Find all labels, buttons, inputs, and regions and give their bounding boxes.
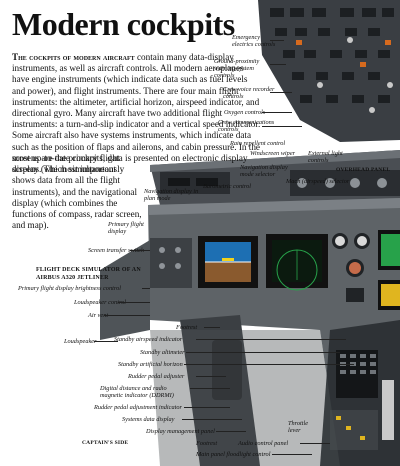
label-screen-transfer: Screen transfer switch: [88, 247, 145, 254]
label-nav-mode-selector: Navigation display mode selector: [240, 164, 288, 178]
intro-text: The cockpits of modern aircraft contain …: [12, 52, 262, 175]
label-loudspeaker: Loudspeaker: [64, 338, 97, 345]
label-captains-side: CAPTAIN'S SIDE: [82, 440, 129, 446]
intro-text-continued: screens are the primary flight display (…: [12, 153, 142, 231]
label-systems-display: Systems data display: [122, 416, 175, 423]
label-external-light: External light controls: [308, 150, 343, 164]
label-footrest-2: Footrest: [196, 440, 218, 447]
label-rudder-adjust-ind: Rudder pedal adjustment indicator: [94, 404, 182, 411]
label-pfd-brightness: Primary flight display brightness contro…: [18, 285, 121, 292]
label-crew-comms: Crew communications controls: [218, 119, 275, 133]
page-title: Modern cockpits: [12, 6, 235, 42]
label-footrest-1: Footrest: [176, 324, 198, 331]
label-rain-repellent: Rain repellent control: [230, 140, 286, 147]
intro-lead: The cockpits of modern aircraft: [12, 52, 135, 62]
label-emergency-electrics: Emergency electrics controls: [232, 34, 276, 48]
label-ground-proximity: Ground-proximity warning-system controls: [214, 58, 260, 79]
label-mach-selector: Mach (airspeed) selector: [286, 178, 350, 185]
label-oxygen: Oxygen controls: [224, 109, 266, 116]
label-main-panel-flood: Main panel floodlight control: [196, 451, 271, 458]
label-air-vent: Air vent: [88, 312, 109, 319]
label-windscreen-wiper: Windscreen wiper: [250, 150, 296, 157]
label-ddrmi: Digital distance and radio magnetic indi…: [100, 385, 174, 399]
label-rudder-pedal: Rudder pedal adjuster: [128, 373, 185, 380]
label-standby-airspeed: Standby airspeed indicator: [114, 336, 183, 343]
label-thrust-lever: Throttle lever: [288, 420, 309, 434]
label-nav-plan-mode: Navigation display in plan mode: [144, 188, 199, 202]
label-primary-flight-display: Primary flight display: [108, 221, 144, 235]
simulator-title: FLIGHT DECK SIMULATOR OF AN AIRBUS A320 …: [36, 267, 141, 281]
label-loudspeaker-control: Loudspeaker control: [74, 299, 127, 306]
label-audio-panel: Audio control panel: [238, 440, 289, 447]
label-barometric: Barometric control: [203, 183, 251, 190]
label-crew-voice: Crew voice recorder controls: [223, 86, 275, 100]
label-overhead-panel: OVERHEAD PANEL: [336, 167, 391, 173]
overhead-panel: [258, 0, 400, 142]
intro-body: contain many data-display instruments, a…: [12, 52, 261, 175]
label-standby-altimeter: Standby altimeter: [140, 349, 185, 356]
label-standby-horizon: Standby artificial horizon: [118, 361, 183, 368]
label-display-mgmt: Display management panel: [146, 428, 215, 435]
